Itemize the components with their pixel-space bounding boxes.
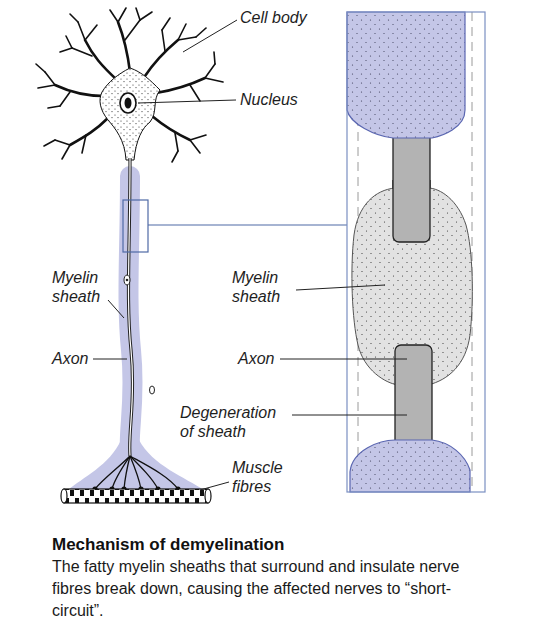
part-label: Myelin sheath [232, 268, 294, 306]
dendrites-part-part [66, 36, 72, 48]
dendrites-part-part [70, 14, 78, 22]
dendrites-part-part [85, 40, 117, 80]
axon [128, 158, 132, 456]
muscle-fibre-end [61, 489, 67, 503]
nucleolus [125, 98, 132, 109]
magnified-panel [347, 12, 485, 492]
leader-lines-part [183, 20, 237, 52]
schwann-nucleus [150, 386, 155, 394]
dendrites-part-part [36, 64, 45, 72]
zoom-connector [148, 224, 347, 225]
dendrites-part-part [175, 133, 178, 151]
dendrites-part-part [196, 28, 206, 37]
dendrites-part-part [60, 92, 70, 106]
leader-lines-part [292, 415, 407, 416]
cell-body [100, 68, 160, 160]
dendrites-part-part [172, 151, 178, 162]
dendrites-part-part [205, 78, 223, 82]
leader-lines-part [108, 300, 124, 318]
leader-lines [93, 20, 407, 490]
axon [128, 158, 132, 456]
dendrites-part-part [72, 48, 92, 56]
figure-title: Mechanism of demyelination [52, 534, 512, 556]
part-label: Muscle fibres [232, 458, 294, 496]
part-label: Cell body [240, 8, 340, 27]
leader-lines-part [200, 482, 229, 490]
myelin-sheath [347, 12, 465, 138]
dendrites-part-part [44, 140, 55, 146]
nerve-endings-part [130, 456, 178, 489]
dendrites-part-part [110, 10, 118, 22]
dendrites-part-part [178, 37, 196, 40]
leader-lines-part [93, 359, 127, 360]
magnified-panel-part [472, 12, 473, 492]
dendrites-part-part [136, 8, 140, 20]
dendrites-part-part [45, 72, 55, 85]
dendrites-part-part [70, 118, 108, 145]
dendrites-part-part [82, 135, 86, 153]
dendrites-part-part [118, 22, 130, 72]
dendrites-part-part [190, 140, 200, 153]
part-label: Nucleus [240, 90, 320, 109]
part-label: Degeneration of sheath [180, 403, 292, 441]
leader-lines-part [138, 100, 236, 103]
part-label: Myelin sheath [52, 268, 114, 306]
dendrites-part-part [55, 85, 104, 96]
dendrites-part-part [152, 116, 190, 140]
dendrites-part-part [190, 85, 200, 101]
dendrites-part-part [125, 20, 140, 40]
dendrites-part-part [118, 8, 126, 22]
muscle-fibre [64, 489, 208, 503]
myelin-sheath [350, 440, 470, 492]
nerve-endings-part [124, 456, 130, 489]
dendrites-part-part [190, 135, 206, 140]
dendrites-part [36, 8, 223, 162]
dendrites-part-part [178, 24, 186, 40]
leader-lines-part [296, 285, 385, 290]
dendrites-part-part [38, 85, 55, 88]
nerve-endings-part [130, 456, 158, 489]
zoom-box [123, 200, 148, 252]
schwann-nucleus [126, 279, 129, 282]
nerve-endings-part [95, 456, 130, 489]
part-label: Axon [238, 349, 298, 368]
leader-lines-part [280, 359, 407, 360]
dendrites [36, 8, 223, 162]
dendrites-part-part [214, 52, 215, 64]
nucleus [120, 93, 136, 113]
part-label: Axon [52, 349, 112, 368]
dendrites-part-part [78, 22, 85, 40]
dendrites-part-part [55, 140, 70, 145]
dendrites-part-part [145, 40, 178, 76]
panel-frame [347, 12, 485, 492]
dendrites-part-part [162, 30, 165, 51]
dendrites-part-part [85, 25, 97, 40]
nerve-endings [95, 456, 178, 489]
axon [393, 180, 430, 242]
dendrites-part-part [60, 48, 72, 52]
dendrites-part-part [62, 145, 70, 159]
nerve-endings-part [112, 456, 130, 489]
dendrites-part-part [162, 18, 170, 30]
dendrites-part-part [205, 64, 215, 78]
figure-caption: The fatty myelin sheaths that surround a… [52, 556, 498, 622]
dendrites-part-part [48, 106, 60, 108]
muscle-fibre-end [205, 489, 211, 503]
dendrites-part-part [156, 78, 205, 93]
schwann-nucleus [124, 275, 130, 285]
dendrites-part-part [140, 12, 152, 20]
